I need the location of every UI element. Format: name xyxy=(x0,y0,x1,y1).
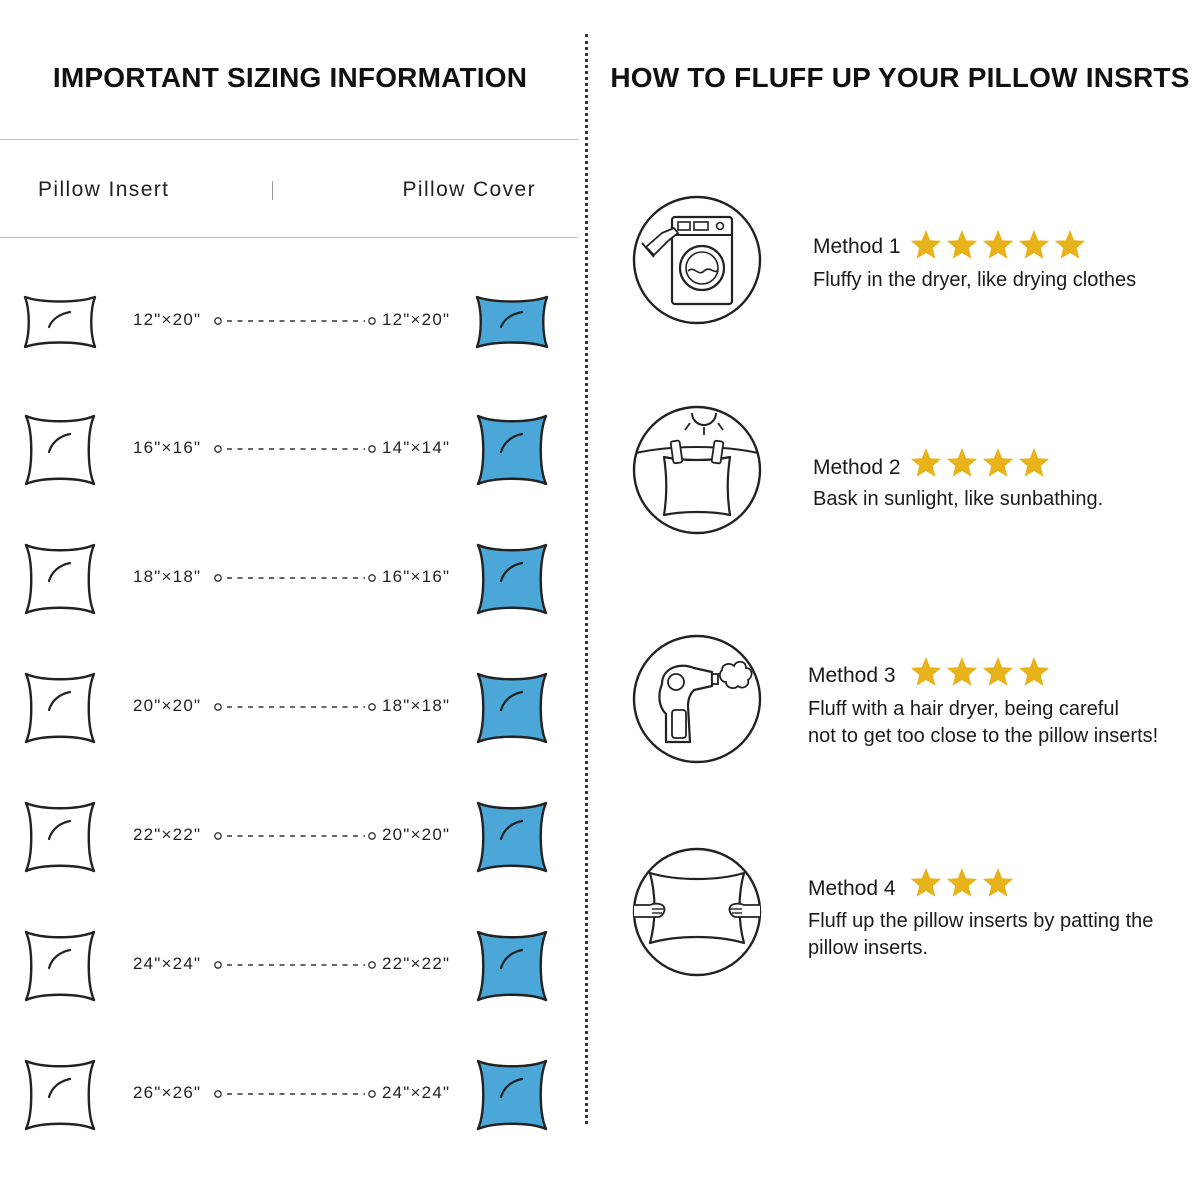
method-3-rating xyxy=(910,657,1050,686)
cover-size: 24"×24" xyxy=(382,1083,451,1102)
sizing-heading: IMPORTANT SIZING INFORMATION xyxy=(52,62,528,93)
pillow-cover-icon xyxy=(476,801,548,873)
method-2-description: Bask in sunlight, like sunbathing. xyxy=(813,486,1103,513)
washing-machine-icon xyxy=(632,195,762,325)
size-connector xyxy=(214,317,376,325)
method-3-line: Fluff with a hair dryer, being careful xyxy=(808,698,1119,720)
method-2-rating xyxy=(910,448,1050,477)
pillow-insert-icon xyxy=(24,414,96,486)
size-connector xyxy=(214,1090,376,1098)
star-icon xyxy=(946,868,978,897)
cover-size: 12"×20" xyxy=(382,310,451,329)
patting-hands-icon xyxy=(632,847,762,977)
method-4-line: pillow inserts. xyxy=(808,937,929,959)
method-3-title: Method 3 xyxy=(808,664,896,687)
star-icon xyxy=(910,230,942,259)
sunlight-clothesline-icon xyxy=(632,405,762,535)
cover-size: 20"×20" xyxy=(382,825,451,844)
insert-size: 26"×26" xyxy=(133,1083,202,1102)
insert-size: 20"×20" xyxy=(133,696,202,715)
method-4-rating xyxy=(910,868,1014,897)
insert-size: 12"×20" xyxy=(133,310,202,329)
size-row: 12"×20" 12"×20" xyxy=(0,282,580,362)
method-4-description: Fluff up the pillow inserts by patting t… xyxy=(808,908,1153,962)
column-separator xyxy=(272,181,273,200)
star-icon xyxy=(982,657,1014,686)
vertical-dotted-divider xyxy=(585,34,588,1124)
pillow-insert-icon xyxy=(23,295,97,349)
method-1-title: Method 1 xyxy=(813,235,901,258)
insert-size: 24"×24" xyxy=(133,954,202,973)
method-4-line: Fluff up the pillow inserts by patting t… xyxy=(808,910,1154,932)
cover-size: 14"×14" xyxy=(382,438,451,457)
star-icon xyxy=(982,448,1014,477)
star-icon xyxy=(910,868,942,897)
star-icon xyxy=(982,230,1014,259)
pillow-cover-icon xyxy=(476,930,548,1002)
pillow-cover-icon xyxy=(476,672,548,744)
insert-size: 16"×16" xyxy=(133,438,202,457)
method-2-title: Method 2 xyxy=(813,456,901,479)
star-icon xyxy=(946,448,978,477)
column-label-insert: Pillow Insert xyxy=(38,178,170,201)
cover-size: 18"×18" xyxy=(382,696,451,715)
method-3-description: Fluff with a hair dryer, being careful n… xyxy=(808,696,1158,750)
size-row: 16"×16" 14"×14" xyxy=(0,410,580,490)
size-connector xyxy=(214,574,376,582)
pillow-insert-icon xyxy=(24,801,96,873)
table-header-rule xyxy=(0,237,578,238)
method-3-line: not to get too close to the pillow inser… xyxy=(808,725,1159,747)
size-row: 24"×24" 22"×22" xyxy=(0,926,580,1006)
size-connector xyxy=(214,832,376,840)
size-row: 22"×22" 20"×20" xyxy=(0,797,580,877)
method-1-description: Fluffy in the dryer, like drying clothes xyxy=(813,267,1136,294)
star-icon xyxy=(1018,448,1050,477)
star-icon xyxy=(946,230,978,259)
method-2-line: Bask in sunlight, like sunbathing. xyxy=(813,488,1104,510)
size-row: 20"×20" 18"×18" xyxy=(0,668,580,748)
cover-size: 16"×16" xyxy=(382,567,451,586)
star-icon xyxy=(910,657,942,686)
size-connector xyxy=(214,961,376,969)
star-icon xyxy=(982,868,1014,897)
column-label-cover: Pillow Cover xyxy=(402,178,536,201)
pillow-cover-icon xyxy=(475,295,549,349)
star-icon xyxy=(1018,657,1050,686)
insert-size: 22"×22" xyxy=(133,825,202,844)
fluff-heading: HOW TO FLUFF UP YOUR PILLOW INSRTS xyxy=(610,62,1190,93)
star-icon xyxy=(1054,230,1086,259)
method-4-title: Method 4 xyxy=(808,877,896,900)
pillow-insert-icon xyxy=(24,672,96,744)
pillow-insert-icon xyxy=(24,1059,96,1131)
star-icon xyxy=(1018,230,1050,259)
pillow-cover-icon xyxy=(476,1059,548,1131)
hair-dryer-icon xyxy=(632,634,762,764)
insert-size: 18"×18" xyxy=(133,567,202,586)
size-connector xyxy=(214,703,376,711)
pillow-cover-icon xyxy=(476,414,548,486)
method-1-line: Fluffy in the dryer, like drying clothes xyxy=(813,269,1137,291)
size-connector xyxy=(214,445,376,453)
pillow-insert-icon xyxy=(24,930,96,1002)
pillow-cover-icon xyxy=(476,543,548,615)
size-row: 18"×18" 16"×16" xyxy=(0,539,580,619)
star-icon xyxy=(910,448,942,477)
star-icon xyxy=(946,657,978,686)
cover-size: 22"×22" xyxy=(382,954,451,973)
size-row: 26"×26" 24"×24" xyxy=(0,1055,580,1135)
method-1-rating xyxy=(910,230,1086,259)
pillow-insert-icon xyxy=(24,543,96,615)
table-top-rule xyxy=(0,139,578,140)
